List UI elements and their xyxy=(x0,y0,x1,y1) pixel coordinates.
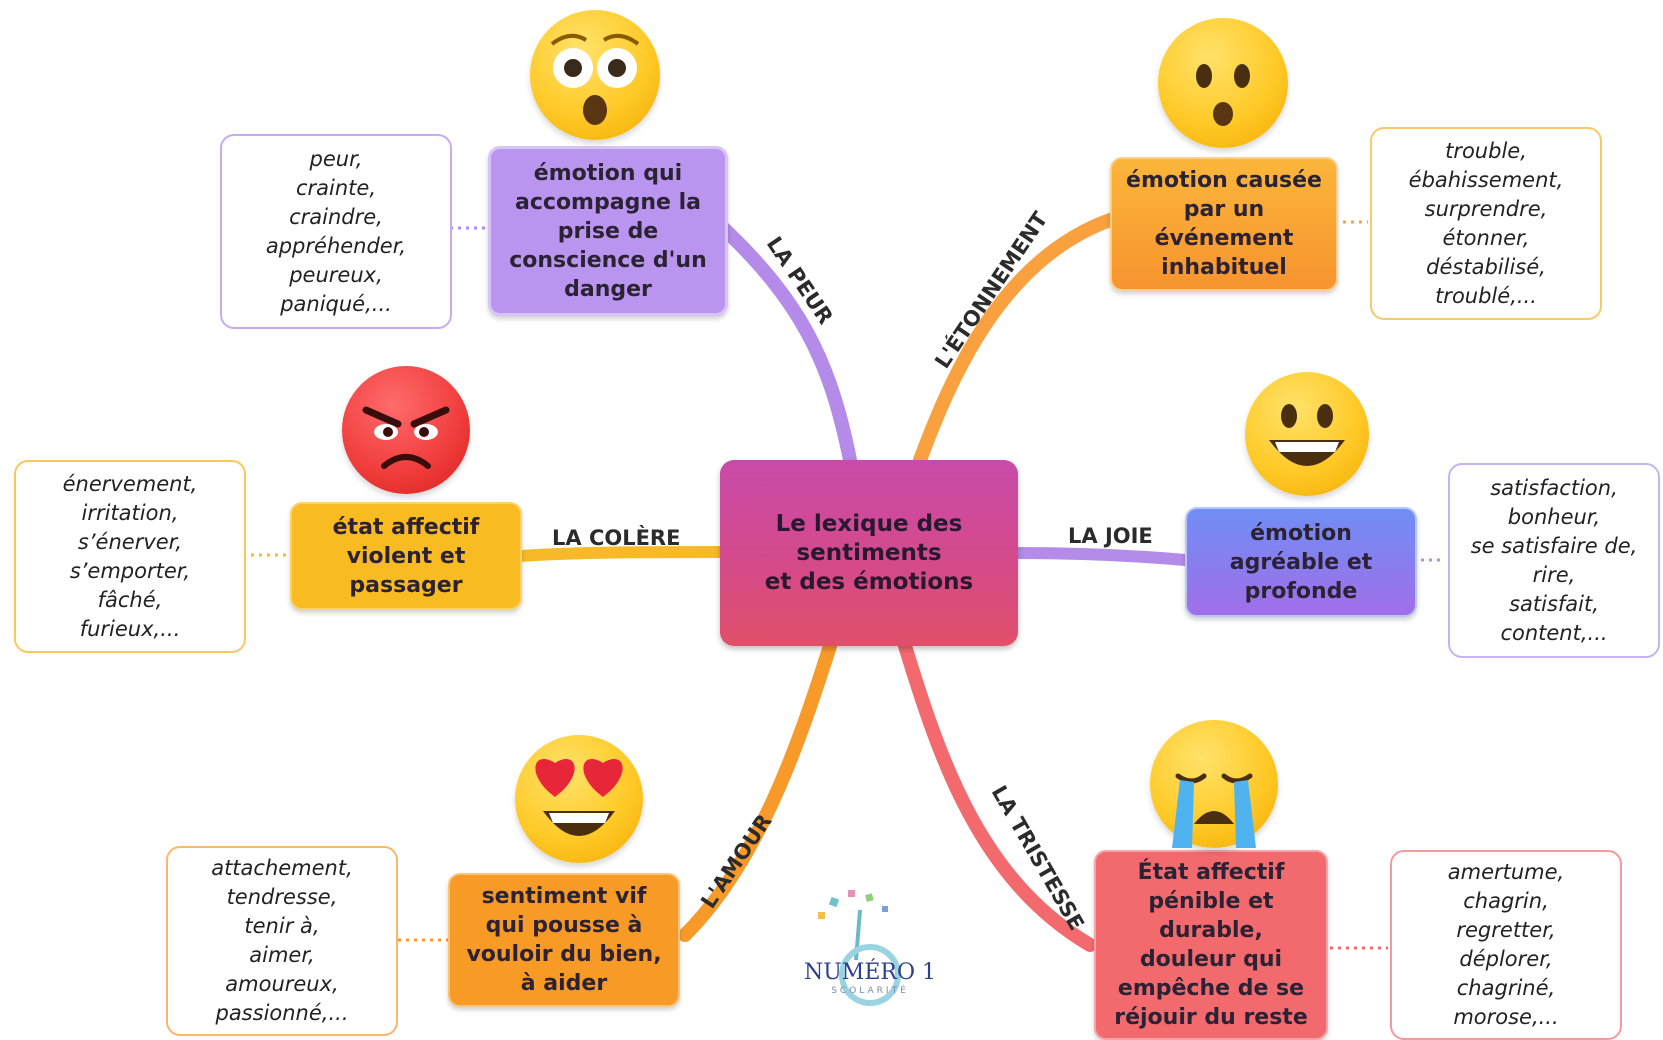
branch-joie xyxy=(1012,547,1191,566)
astonished-face-icon xyxy=(530,10,660,140)
words-joie: satisfaction, bonheur, se satisfaire de,… xyxy=(1448,463,1660,658)
branch-amour xyxy=(678,639,837,942)
hushed-face-icon xyxy=(1158,18,1288,148)
words-etonnement: trouble, ébahissement, surprendre, étonn… xyxy=(1370,127,1602,320)
angry-face-icon xyxy=(342,366,470,494)
words-joie-text: satisfaction, bonheur, se satisfaire de,… xyxy=(1470,475,1638,645)
words-tristesse: amertume, chagrin, regretter, déplorer, … xyxy=(1390,850,1622,1040)
words-amour-text: attachement, tendresse, tenir à, aimer, … xyxy=(211,856,353,1025)
words-peur-text: peur, crainte, craindre, appréhender, pe… xyxy=(265,146,407,316)
definition-tristesse-text: État affectif pénible et durable, douleu… xyxy=(1114,860,1308,1030)
numero1-logo-text: NUMÉRO 1 xyxy=(804,960,936,985)
words-colere-text: énervement, irritation, s’énerver, s’emp… xyxy=(62,471,198,641)
grinning-face-icon xyxy=(1245,372,1369,496)
definition-peur-text: émotion qui accompagne la prise de consc… xyxy=(509,160,707,302)
definition-peur: émotion qui accompagne la prise de consc… xyxy=(488,146,728,316)
definition-joie-text: émotion agréable et profonde xyxy=(1229,520,1373,604)
definition-amour-text: sentiment vif qui pousse à vouloir du bi… xyxy=(466,884,662,996)
definition-colere: état affectif violent et passager xyxy=(290,502,522,610)
branch-colere xyxy=(514,546,726,562)
heart-eyes-face-icon xyxy=(515,735,643,863)
branch-label-etonnement: L'ÉTONNEMENT xyxy=(929,207,1052,373)
branch-label-joie: LA JOIE xyxy=(1068,524,1153,548)
words-amour: attachement, tendresse, tenir à, aimer, … xyxy=(166,846,398,1036)
numero1-logo xyxy=(818,890,901,1006)
words-tristesse-text: amertume, chagrin, regretter, déplorer, … xyxy=(1447,860,1565,1029)
branch-etonnement xyxy=(913,213,1117,467)
definition-colere-text: état affectif violent et passager xyxy=(332,514,480,598)
definition-etonnement: émotion causée par un événement inhabitu… xyxy=(1110,157,1338,291)
words-colere: énervement, irritation, s’énerver, s’emp… xyxy=(14,460,246,653)
definition-amour: sentiment vif qui pousse à vouloir du bi… xyxy=(448,873,680,1007)
branch-label-amour: L'AMOUR xyxy=(696,810,776,913)
definition-tristesse: État affectif pénible et durable, douleu… xyxy=(1094,850,1328,1040)
branch-label-colere: LA COLÈRE xyxy=(552,525,680,550)
definition-joie: émotion agréable et profonde xyxy=(1185,507,1417,617)
branch-tristesse xyxy=(898,639,1097,952)
branch-peur xyxy=(713,218,857,467)
definition-etonnement-text: émotion causée par un événement inhabitu… xyxy=(1126,168,1322,280)
crying-face-icon xyxy=(1150,720,1278,848)
central-topic: Le lexique des sentiments et des émotion… xyxy=(720,460,1018,646)
words-peur: peur, crainte, craindre, appréhender, pe… xyxy=(220,134,452,329)
numero1-logo-subtext: SCOLARITÉ xyxy=(831,986,909,996)
central-topic-text: Le lexique des sentiments et des émotion… xyxy=(764,510,974,595)
words-etonnement-text: trouble, ébahissement, surprendre, étonn… xyxy=(1408,138,1564,308)
